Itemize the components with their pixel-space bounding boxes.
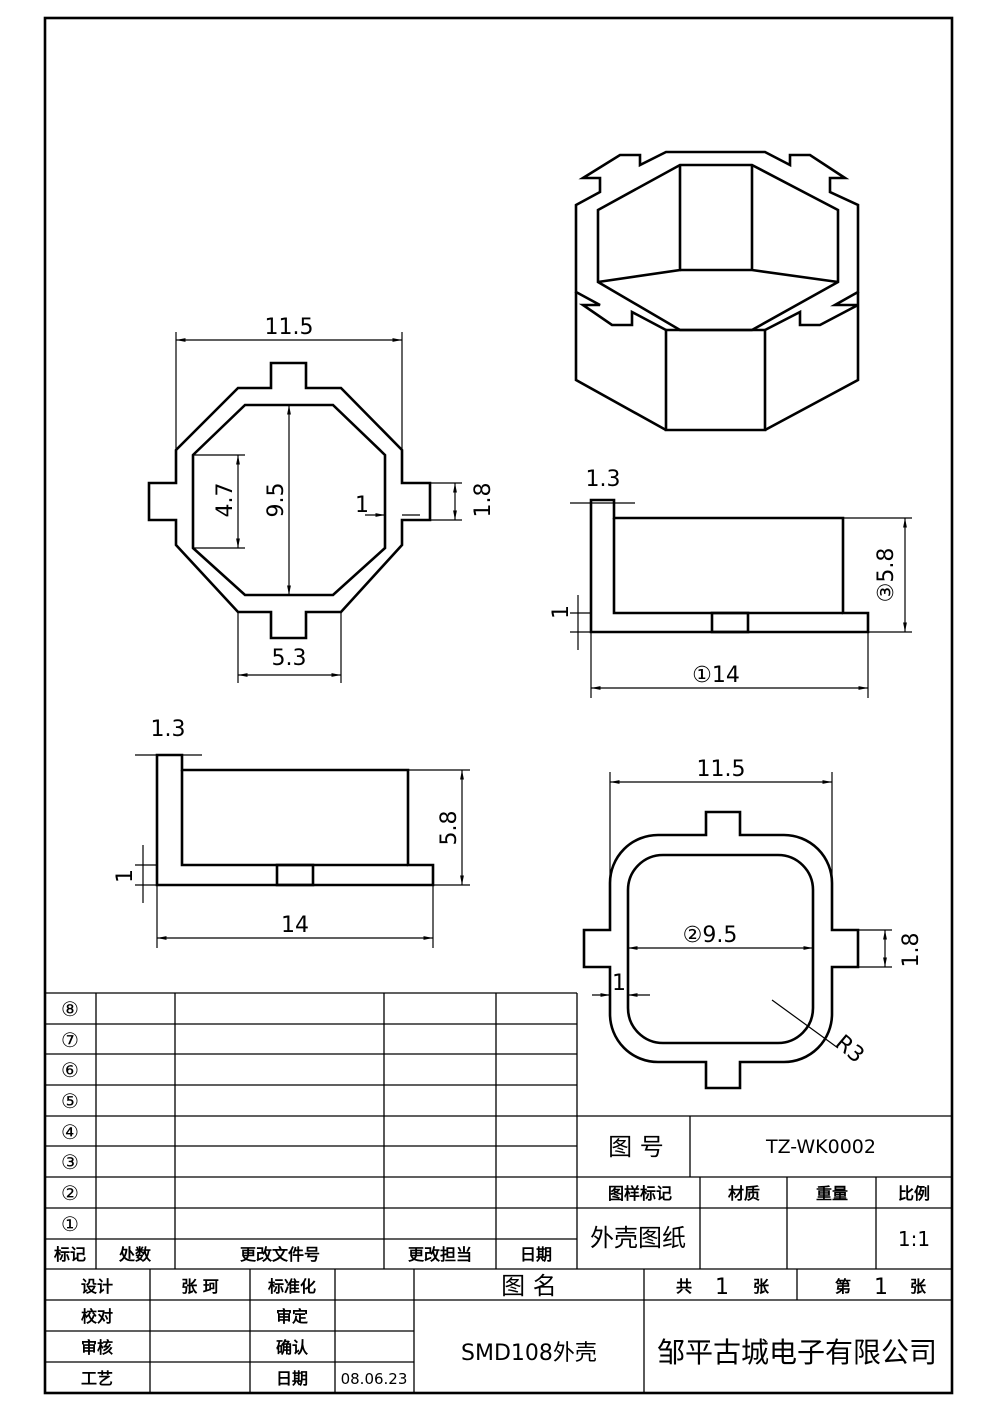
dim-inner-height: 9.5 [264, 483, 289, 518]
dim-wall: 1 [355, 493, 369, 518]
square-top-view: 11.5 ②9.5 1.8 1 R3 [582, 757, 924, 1090]
company-name: 邹平古城电子有限公司 [657, 1336, 937, 1369]
scale-value: 1:1 [898, 1227, 930, 1251]
dim-inner: ②9.5 [683, 923, 738, 948]
revision-mark: ⑦ [61, 1028, 79, 1052]
dim-length: ①14 [692, 663, 740, 688]
revision-mark: ⑧ [61, 997, 79, 1021]
sheet-unit: 张 [910, 1277, 927, 1296]
dim-wall: 1.3 [586, 467, 621, 492]
header-date: 日期 [520, 1245, 552, 1264]
revision-mark: ⑤ [61, 1089, 79, 1113]
check-label: 校对 [81, 1307, 113, 1326]
drawing-no: TZ-WK0002 [765, 1136, 876, 1158]
confirm-label: 确认 [276, 1338, 309, 1357]
dim-height: 5.8 [437, 811, 462, 846]
dim-base: 1 [549, 605, 574, 619]
sheet-label: 第 [835, 1277, 851, 1296]
review-label: 审核 [81, 1338, 113, 1357]
total-unit: 张 [753, 1277, 770, 1296]
sheet-number: 1 [874, 1275, 888, 1300]
revision-mark: ⑥ [61, 1058, 79, 1082]
revision-mark: ① [61, 1212, 79, 1236]
date-label: 日期 [276, 1369, 308, 1388]
approve-label: 审定 [276, 1307, 308, 1326]
dim-tab: 1.8 [899, 933, 924, 968]
standard-label: 标准化 [267, 1277, 316, 1296]
octagon-top-view: 11.5 9.5 4.7 1.8 1 5.3 [147, 315, 496, 683]
sample-mark: 外壳图纸 [590, 1224, 686, 1252]
designer: 张 珂 [181, 1277, 219, 1296]
part-name: SMD108外壳 [461, 1341, 597, 1366]
dim-width: 11.5 [697, 757, 746, 782]
dim-radius: R3 [830, 1030, 869, 1068]
title-block: 图 号 TZ-WK0002 图样标记 材质 重量 比例 外壳图纸 1:1 设计 … [45, 1116, 952, 1393]
date-value: 08.06.23 [341, 1370, 408, 1388]
col-material: 材质 [728, 1184, 760, 1203]
header-doc-no: 更改文件号 [240, 1245, 320, 1264]
dim-length: 14 [281, 913, 309, 938]
drawing-no-label: 图 号 [608, 1133, 664, 1161]
total-label: 共 [676, 1277, 692, 1296]
revision-mark: ④ [61, 1120, 79, 1144]
dim-wall: 1.3 [151, 717, 186, 742]
dim-height: ③5.8 [874, 548, 899, 603]
side-view-right: 1.3 ③5.8 1 ①14 [549, 467, 912, 698]
total-count: 1 [715, 1275, 729, 1300]
dim-bottom-flat: 5.3 [272, 646, 307, 671]
col-weight: 重量 [816, 1184, 848, 1203]
dim-flat: 4.7 [213, 483, 238, 518]
process-label: 工艺 [81, 1369, 113, 1388]
revision-table: ⑧ ⑦ ⑥ ⑤ ④ ③ ② ① 标记 处数 更改文件号 更改担当 日期 [45, 992, 952, 1270]
dim-base: 1 [113, 869, 138, 883]
design-label: 设计 [81, 1277, 113, 1296]
header-mark: 标记 [53, 1245, 86, 1264]
name-label: 图 名 [501, 1272, 557, 1300]
side-view-left: 1.3 5.8 1 14 [113, 717, 470, 948]
revision-mark: ③ [61, 1150, 79, 1174]
dim-wall: 1 [612, 971, 626, 996]
revision-mark: ② [61, 1181, 79, 1205]
isometric-view [574, 150, 860, 432]
col-sample-mark: 图样标记 [608, 1184, 672, 1203]
dim-tab: 1.8 [471, 483, 496, 518]
dim-width: 11.5 [265, 315, 314, 340]
header-changer: 更改担当 [408, 1245, 472, 1264]
drawing-border [43, 16, 954, 1395]
col-scale: 比例 [898, 1184, 930, 1203]
header-count: 处数 [118, 1245, 152, 1264]
